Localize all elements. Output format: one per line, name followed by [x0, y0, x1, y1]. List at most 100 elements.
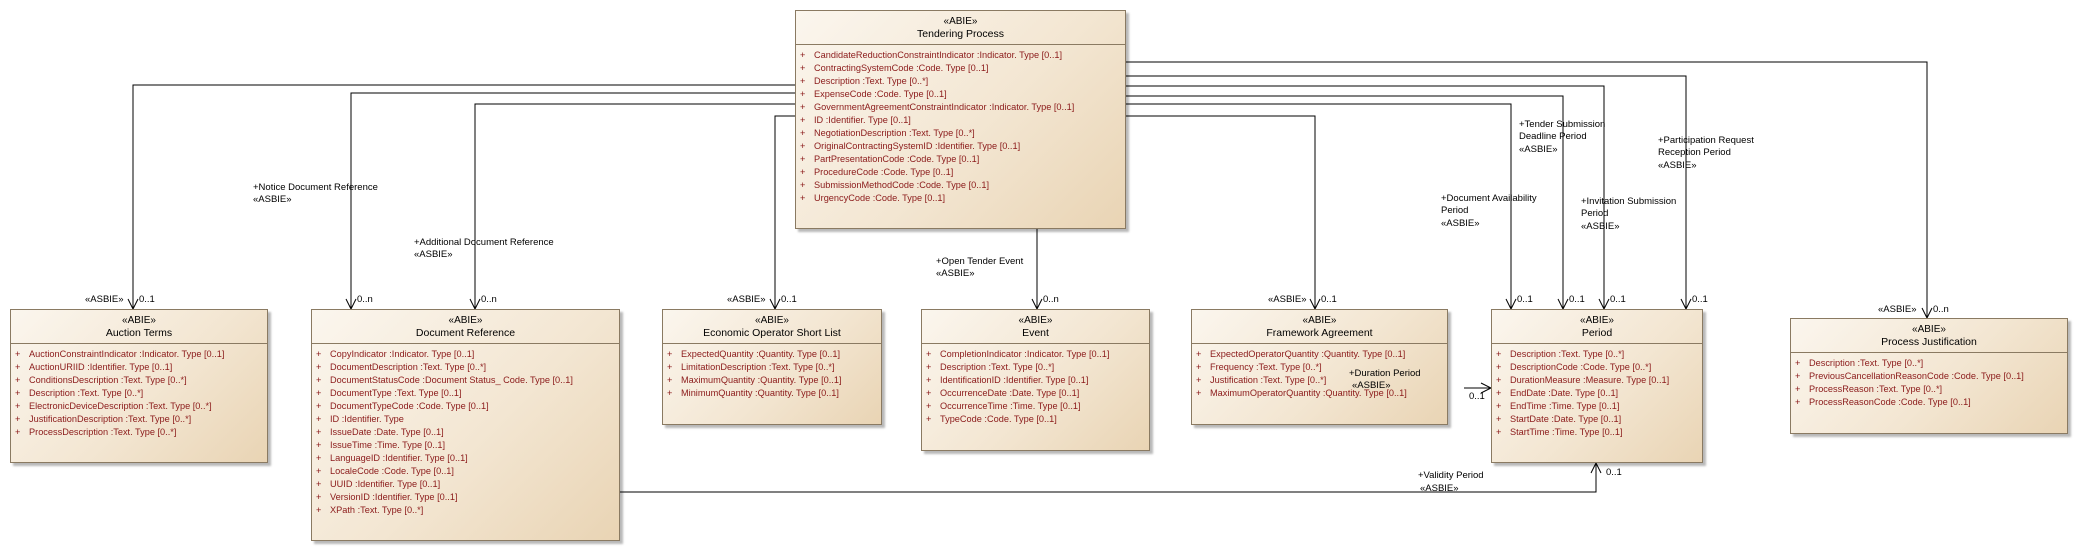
attribute-text: LocaleCode :Code. Type [0..1]	[330, 466, 454, 476]
visibility-marker: +	[800, 154, 806, 164]
attribute-row: +ConditionsDescription :Text. Type [0..*…	[15, 374, 267, 387]
multiplicity-label: 0..n	[357, 294, 373, 305]
attribute-row: +UrgencyCode :Code. Type [0..1]	[800, 192, 1125, 205]
visibility-marker: +	[1196, 375, 1202, 385]
attribute-text: OccurrenceDate :Date. Type [0..1]	[940, 388, 1080, 398]
asbie-label: «ASBIE»	[1878, 304, 1917, 315]
class-tendering-process[interactable]: «ABIE» Tendering Process +CandidateReduc…	[795, 10, 1126, 229]
role-label-duration-period: +Duration Period	[1349, 368, 1421, 379]
attribute-text: PartPresentationCode :Code. Type [0..1]	[814, 154, 980, 164]
role-label-open-tender-event: +Open Tender Event	[936, 256, 1024, 267]
visibility-marker: +	[926, 414, 932, 424]
visibility-marker: +	[15, 362, 21, 372]
visibility-marker: +	[800, 63, 806, 73]
asbie-label: «ASBIE»	[1268, 294, 1307, 305]
class-name: Period	[1581, 327, 1613, 339]
attribute-text: DocumentType :Text. Type [0..1]	[330, 388, 462, 398]
visibility-marker: +	[926, 349, 932, 359]
attribute-row: +EndTime :Time. Type [0..1]	[1496, 400, 1702, 413]
asbie-label: «ASBIE»	[727, 294, 766, 305]
asbie-label: «ASBIE»	[414, 249, 453, 260]
attribute-text: ID :Identifier. Type	[330, 414, 404, 424]
role-label-notice-document-reference: +Notice Document Reference	[253, 182, 378, 193]
attribute-row: +Description :Text. Type [0..*]	[926, 361, 1149, 374]
visibility-marker: +	[800, 89, 806, 99]
attribute-list: +Description :Text. Type [0..*]+Previous…	[1791, 353, 2067, 409]
attribute-row: +CompletionIndicator :Indicator. Type [0…	[926, 348, 1149, 361]
multiplicity-label: 0..1	[1517, 294, 1533, 305]
visibility-marker: +	[1795, 384, 1801, 394]
attribute-row: +LanguageID :Identifier. Type [0..1]	[316, 452, 619, 465]
attribute-text: DocumentStatusCode :Document Status_ Cod…	[330, 375, 573, 385]
attribute-text: StartDate :Date. Type [0..1]	[1510, 414, 1622, 424]
visibility-marker: +	[667, 362, 673, 372]
class-framework-agreement[interactable]: «ABIE» Framework Agreement +ExpectedOper…	[1191, 309, 1448, 425]
attribute-text: ExpectedOperatorQuantity :Quantity. Type…	[1210, 349, 1406, 359]
multiplicity-label: 0..n	[481, 294, 497, 305]
visibility-marker: +	[316, 479, 322, 489]
attribute-list: + CopyIndicator :Indicator. Type [0..1] + D…	[312, 344, 619, 517]
attribute-text: MaximumQuantity :Quantity. Type [0..1]	[681, 375, 842, 385]
attribute-text: EndDate :Date. Type [0..1]	[1510, 388, 1619, 398]
assoc-invitation-submission-period	[1124, 85, 1605, 309]
attribute-row: +Justification :Text. Type [0..*]	[1196, 374, 1447, 387]
visibility-marker: +	[800, 128, 806, 138]
attribute-text: IssueDate :Date. Type [0..1]	[330, 427, 444, 437]
class-auction-terms[interactable]: «ABIE» Auction Terms +AuctionConstraintI…	[10, 309, 268, 463]
class-process-justification[interactable]: «ABIE» Process Justification +Descriptio…	[1790, 318, 2068, 434]
visibility-marker: +	[316, 388, 322, 398]
assoc-auction-terms	[132, 84, 796, 309]
class-name: Framework Agreement	[1266, 327, 1373, 339]
attribute-text: ExpenseCode :Code. Type [0..1]	[814, 89, 947, 99]
class-document-reference[interactable]: «ABIE» Document Reference +CopyIndicator…	[311, 309, 620, 541]
attribute-row: +AuctionConstraintIndicator :Indicator. …	[15, 348, 267, 361]
role-label-participation-request-reception-period: +Participation Request Reception Period	[1658, 135, 1754, 158]
assoc-framework-agreement	[1124, 115, 1316, 309]
attribute-text: Frequency :Text. Type [0..*]	[1210, 362, 1322, 372]
attribute-row: +VersionID :Identifier. Type [0..1]	[316, 491, 619, 504]
visibility-marker: +	[667, 388, 673, 398]
multiplicity-label: 0..1	[781, 294, 797, 305]
attribute-text: CandidateReductionConstraintIndicator :I…	[814, 50, 1063, 60]
role-label-additional-document-reference: +Additional Document Reference	[414, 237, 554, 248]
attribute-row: +NegotiationDescription :Text. Type [0..…	[800, 127, 1125, 140]
attribute-row: +JustificationDescription :Text. Type [0…	[15, 413, 267, 426]
asbie-label: «ASBIE»	[1658, 160, 1697, 171]
assoc-process-justification	[1124, 61, 1928, 318]
visibility-marker: +	[1496, 401, 1502, 411]
visibility-marker: +	[15, 414, 21, 424]
attribute-row: +PreviousCancellationReasonCode :Code. T…	[1795, 370, 2067, 383]
multiplicity-label: 0..1	[1569, 294, 1585, 305]
attribute-row: +ID :Identifier. Type	[316, 413, 619, 426]
attribute-row: + PartPresentationCode :Code. Type [0..1]	[800, 153, 1125, 166]
class-period[interactable]: «ABIE» Period +Description :Text. Type […	[1491, 309, 1703, 463]
class-event[interactable]: «ABIE» Event +CompletionIndicator :Indic…	[921, 309, 1150, 451]
role-label-validity-period: +Validity Period	[1418, 470, 1484, 481]
assoc-notice-document-reference	[350, 92, 796, 309]
attribute-row: +DurationMeasure :Measure. Type [0..1]	[1496, 374, 1702, 387]
attribute-row: +ProcessReason :Text. Type [0..*]	[1795, 383, 2067, 396]
attribute-row: +SubmissionMethodCode :Code. Type [0..1]	[800, 179, 1125, 192]
visibility-marker: +	[800, 193, 806, 203]
visibility-marker: +	[926, 388, 932, 398]
attribute-list: +Description :Text. Type [0..*]+Descript…	[1492, 344, 1702, 439]
attribute-row: +XPath :Text. Type [0..*]	[316, 504, 619, 517]
attribute-row: + ExpenseCode :Code. Type [0..1]	[800, 88, 1125, 101]
assoc-participation-request-reception-period	[1124, 75, 1687, 309]
visibility-marker: +	[667, 349, 673, 359]
attribute-row: +UUID :Identifier. Type [0..1]	[316, 478, 619, 491]
stereotype: «ABIE»	[1018, 315, 1053, 326]
attribute-text: IssueTime :Time. Type [0..1]	[330, 440, 446, 450]
attribute-text: CopyIndicator :Indicator. Type [0..1]	[330, 349, 475, 359]
class-economic-operator-short-list[interactable]: «ABIE» Economic Operator Short List +Exp…	[662, 309, 882, 425]
attribute-text: LimitationDescription :Text. Type [0..*]	[681, 362, 835, 372]
attribute-text: GovernmentAgreementConstraintIndicator :…	[814, 102, 1075, 112]
attribute-text: ExpectedQuantity :Quantity. Type [0..1]	[681, 349, 840, 359]
attribute-row: + ExpectedQuantity :Quantity. Type [0..1]	[667, 348, 881, 361]
visibility-marker: +	[1496, 375, 1502, 385]
multiplicity-label: 0..1	[1321, 294, 1337, 305]
attribute-text: ID :Identifier. Type [0..1]	[814, 115, 911, 125]
visibility-marker: +	[800, 50, 806, 60]
visibility-marker: +	[316, 440, 322, 450]
